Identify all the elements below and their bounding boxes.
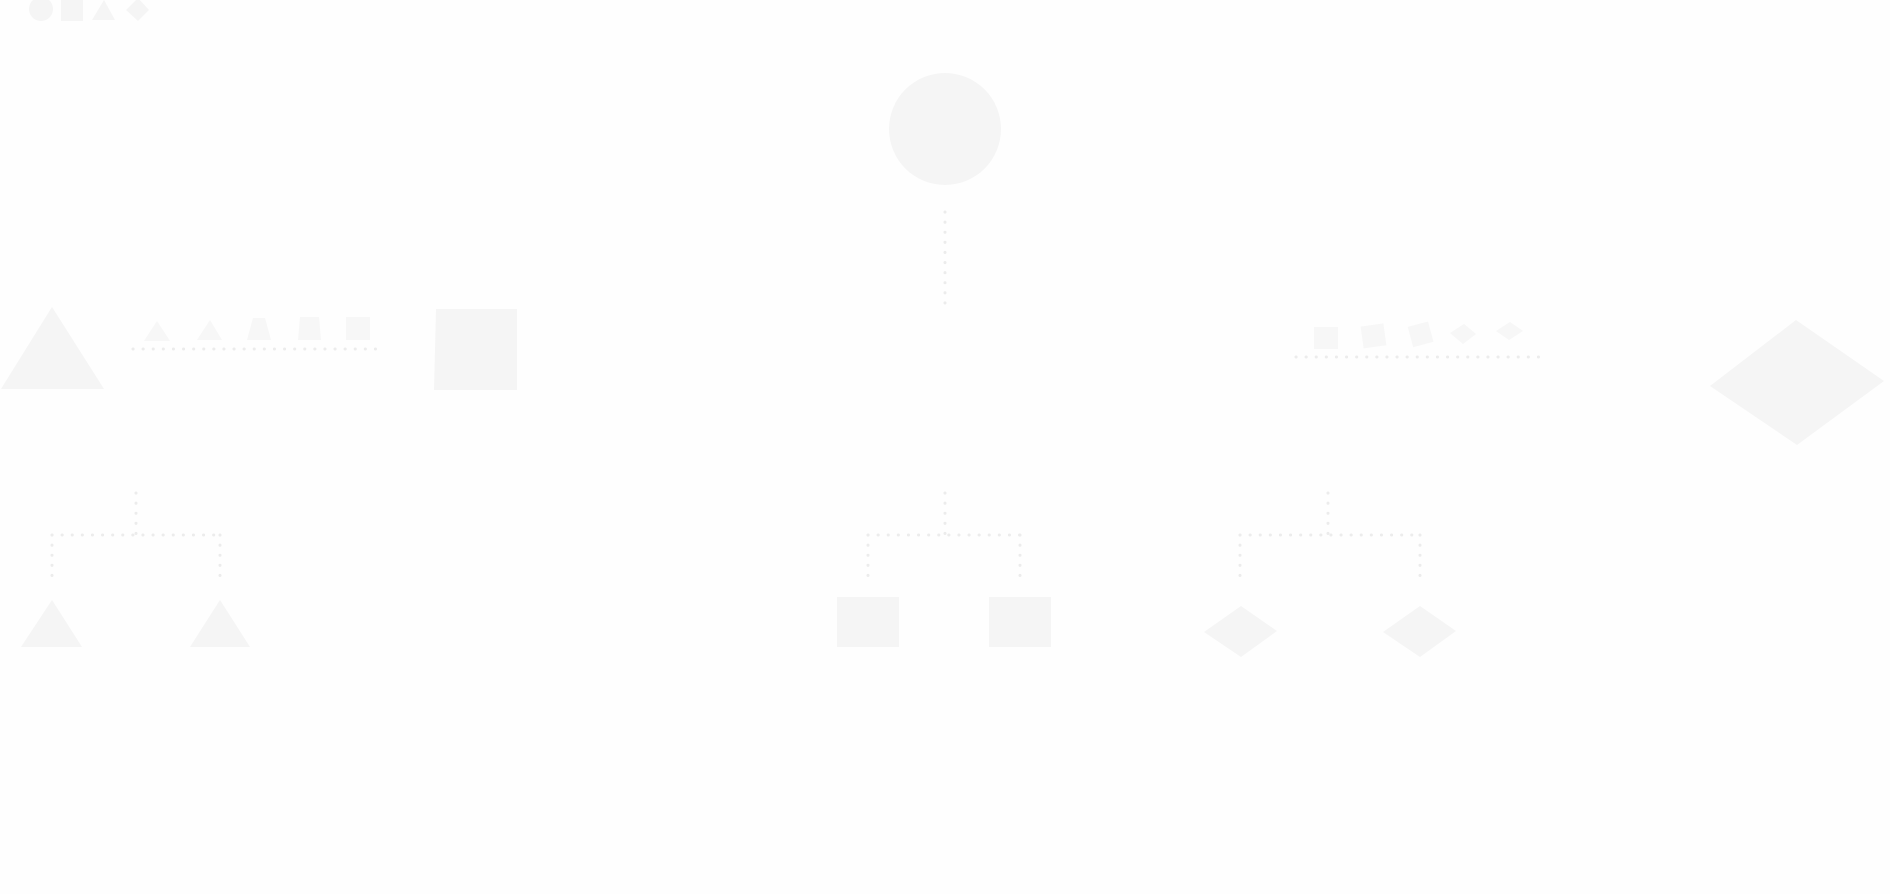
legend-triangle-shape bbox=[92, 0, 115, 20]
legend-square-shape bbox=[61, 0, 83, 21]
right-subtree-connector bbox=[1238, 491, 1422, 584]
square-node bbox=[434, 309, 517, 390]
sequence-square bbox=[346, 317, 370, 340]
legend bbox=[29, 0, 149, 21]
right-child-diamond-2 bbox=[1383, 606, 1456, 657]
middle-child-square-1 bbox=[837, 597, 899, 647]
sequence-triangle-1 bbox=[144, 321, 170, 341]
triangle-node bbox=[1, 307, 104, 389]
sequence-triangle-2 bbox=[197, 320, 222, 340]
diamond-node bbox=[1710, 320, 1884, 445]
sequence-diamond-1 bbox=[1450, 324, 1476, 344]
sequence-trapezoid-2 bbox=[298, 317, 321, 340]
sequence-square-1 bbox=[1314, 327, 1338, 349]
triangle-sequence bbox=[131, 317, 387, 351]
sequence-trapezoid-1 bbox=[247, 318, 271, 340]
sequence-diamond-2 bbox=[1496, 322, 1523, 340]
legend-diamond-shape bbox=[126, 0, 149, 21]
middle-subtree-connector bbox=[866, 491, 1022, 584]
sequence-square-3 bbox=[1407, 321, 1434, 348]
diamond-sequence bbox=[1294, 321, 1542, 359]
root-circle-node bbox=[889, 73, 1001, 185]
left-subtree-connector bbox=[50, 491, 222, 584]
left-child-triangle-2 bbox=[190, 600, 250, 647]
middle-child-square-2 bbox=[989, 597, 1051, 647]
left-child-triangle-1 bbox=[21, 600, 82, 647]
legend-circle-shape bbox=[29, 0, 53, 21]
right-child-diamond-1 bbox=[1204, 606, 1277, 657]
sequence-square-2 bbox=[1360, 323, 1387, 349]
